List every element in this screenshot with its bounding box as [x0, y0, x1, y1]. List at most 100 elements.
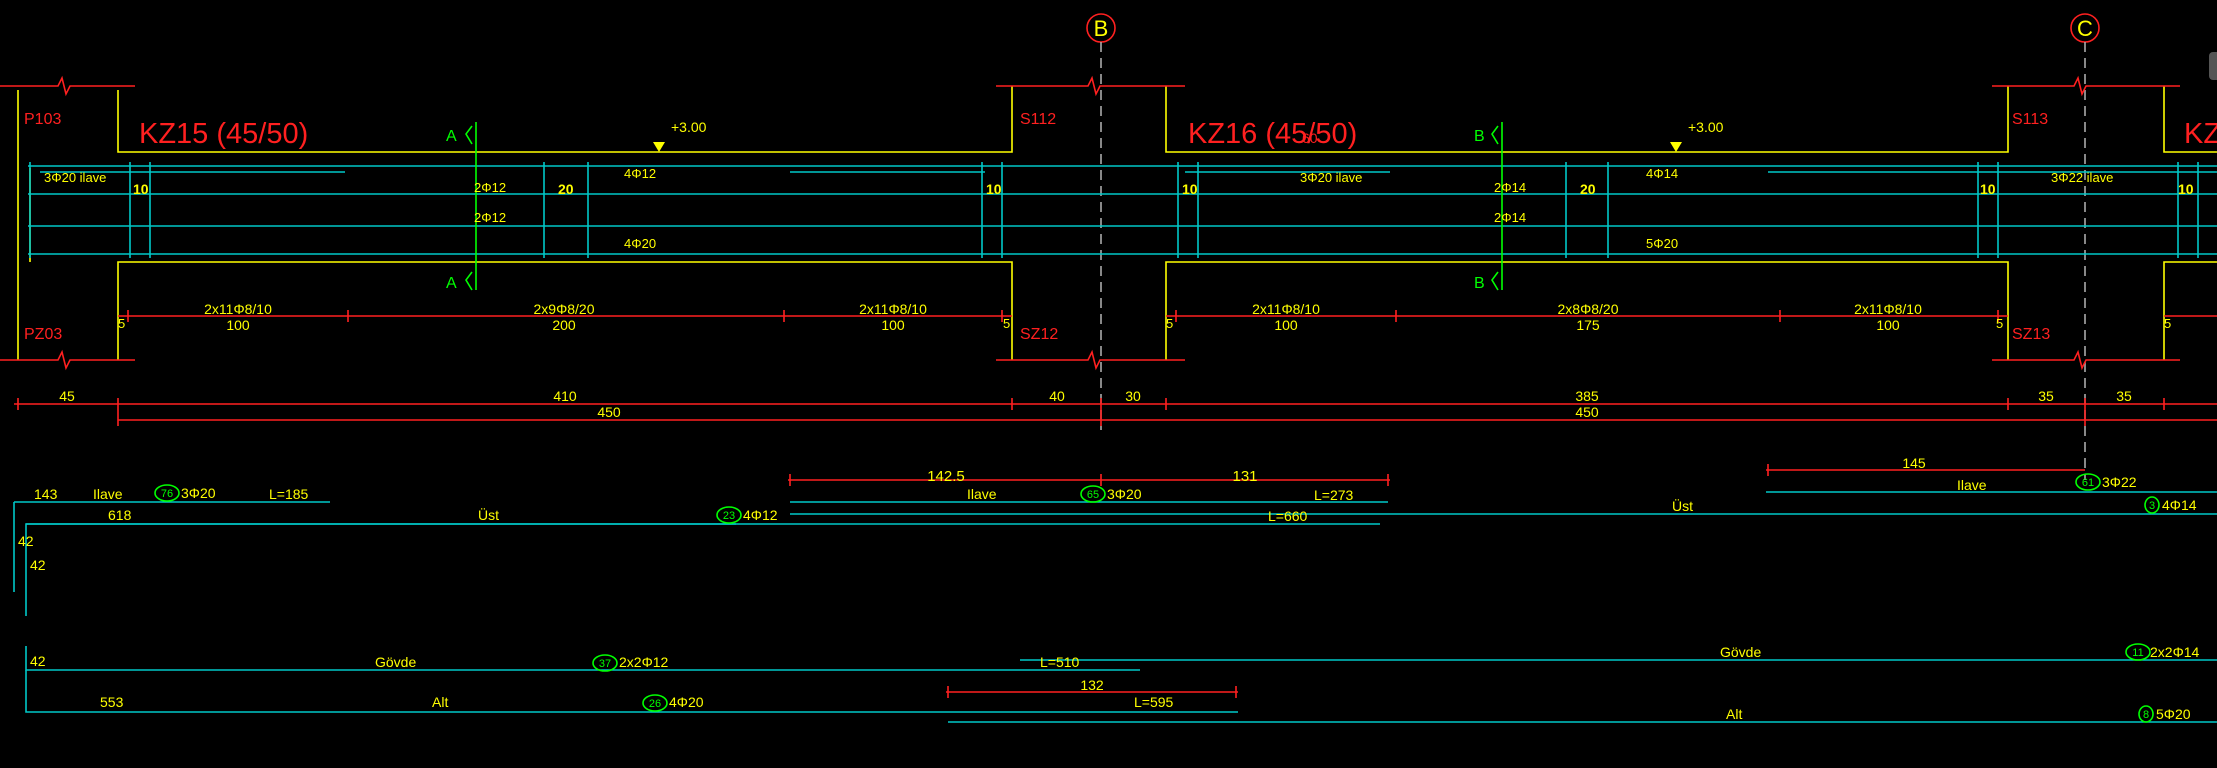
axis-b-label: B [1094, 16, 1109, 41]
dim-35a: 35 [2038, 388, 2054, 404]
bar-76-len: 143 [34, 486, 58, 502]
bar-76-label: Ilave [93, 486, 123, 502]
rebar-label-kz15-bottom: 4Φ20 [624, 236, 656, 251]
bar-11-spec: 2x2Φ14 [2150, 644, 2200, 660]
stirrup-kz16-end-right: 5 [1996, 316, 2003, 331]
rebar-label-kz16-web1: 2Φ14 [1494, 180, 1526, 195]
bar-37-length: L=510 [1040, 654, 1080, 670]
bar-3-spec: 4Φ14 [2162, 497, 2197, 513]
level-label-kz16: +3.00 [1688, 119, 1724, 135]
bar-76-number: 76 [161, 488, 173, 500]
mark-kz15-10a: 10 [133, 181, 149, 197]
axis-b [1086, 13, 1116, 430]
section-label-a-bottom: A [446, 275, 457, 292]
bar-number-circles [154, 473, 2160, 723]
stirrup-kz16-len-right: 100 [1876, 317, 1900, 333]
stirrup-kz16-left: 2x11Φ8/10 [1252, 301, 1320, 317]
bar-8-spec: 5Φ20 [2156, 706, 2191, 722]
axis-c [2070, 13, 2100, 480]
section-label-b-top: B [1474, 128, 1485, 145]
beam-title-kz16-overlap: 60 [1302, 130, 1318, 146]
bar-26-spec: 4Φ20 [669, 694, 704, 710]
bar-65-label: Ilave [967, 486, 997, 502]
mark-kz16-10a: 10 [1182, 181, 1198, 197]
beam-title-next: KZ [2184, 118, 2217, 150]
bar-11-number: 11 [2132, 647, 2143, 659]
bar-65-spec: 3Φ20 [1107, 486, 1142, 502]
rebar-label-kz16-top: 4Φ14 [1646, 166, 1678, 181]
bar-26-label: Alt [432, 694, 448, 710]
dim-total-450b: 450 [1575, 404, 1599, 420]
rebar-label-kz15-top: 4Φ12 [624, 166, 656, 181]
bar-23-label: Üst [478, 506, 499, 523]
stirrup-kz15-right: 2x11Φ8/10 [859, 301, 927, 317]
stirrup-dims [118, 310, 2217, 322]
break-lines [0, 75, 2180, 371]
stirrup-kz15-left: 2x11Φ8/10 [204, 301, 272, 317]
dim-385: 385 [1575, 388, 1599, 404]
bar-61-label: Ilave [1957, 477, 1987, 493]
mark-kz16-10b: 10 [1980, 181, 1996, 197]
bar-23-hook2: 42 [30, 557, 46, 573]
beam-title-kz16: KZ16 (45/50) [1188, 118, 1357, 150]
bar-76-spec: 3Φ20 [181, 485, 216, 501]
column-label-s113: S113 [2012, 111, 2048, 128]
rebar-lines [28, 162, 2217, 258]
stirrup-kz16-right: 2x11Φ8/10 [1854, 301, 1922, 317]
section-label-b-bottom: B [1474, 275, 1485, 292]
level-triangle-kz16 [1670, 142, 1682, 152]
stirrup-kz15-mid: 2x9Φ8/20 [534, 301, 595, 317]
stirrup-kz15-len-mid: 200 [552, 317, 576, 333]
bar-23-length: L=660 [1268, 508, 1308, 524]
bar-37-number: 37 [599, 658, 611, 670]
bar-8-label: Alt [1726, 706, 1742, 722]
bar-37-label: Gövde [375, 654, 416, 670]
dim-total-450a: 450 [597, 404, 621, 420]
rebar-label-kz15-web2: 2Φ12 [474, 210, 506, 225]
beam-title-kz15: KZ15 (45/50) [139, 118, 308, 150]
bar-3-number: 3 [2149, 500, 2155, 512]
column-label-s112: S112 [1020, 111, 1056, 128]
bar-65-dim2: 131 [1232, 468, 1257, 485]
rebar-label-kz16-ilave: 3Φ20 ilave [1300, 170, 1362, 185]
column-label-sz13: SZ13 [2012, 326, 2050, 343]
bar-65-dim1: 142.5 [927, 468, 965, 485]
bar-3-label: Üst [1672, 497, 1693, 514]
stirrup-kz15-len-left: 100 [226, 317, 250, 333]
rebar-label-kz16-bottom: 5Φ20 [1646, 236, 1678, 251]
stirrup-kz15-end-right: 5 [1003, 316, 1010, 331]
stirrup-kz16-end-left: 5 [1166, 316, 1173, 331]
mark-kz16-20: 20 [1580, 181, 1596, 197]
scroll-handle[interactable] [2209, 52, 2217, 80]
bar-61-len: 145 [1902, 455, 1926, 471]
mark-kz15-10b: 10 [986, 181, 1002, 197]
stirrup-next-end-left: 5 [2164, 316, 2171, 331]
bar-26-len: 553 [100, 694, 124, 710]
dim-410: 410 [553, 388, 577, 404]
dim-45: 45 [59, 388, 75, 404]
level-label-kz15: +3.00 [671, 119, 707, 135]
bar-61-spec: 3Φ22 [2102, 474, 2137, 490]
bar-26-dim: 132 [1080, 677, 1104, 693]
bar-76-length: L=185 [269, 486, 309, 502]
dimension-chain [14, 398, 2217, 698]
bar-11-label: Gövde [1720, 644, 1761, 660]
column-label-pz03: PZ03 [24, 326, 62, 343]
bar-23-number: 23 [723, 510, 735, 522]
stirrup-kz15-len-right: 100 [881, 317, 905, 333]
bar-26-number: 26 [649, 698, 661, 710]
dim-40: 40 [1049, 388, 1065, 404]
bar-37-hook: 42 [30, 653, 46, 669]
bar-65-number: 65 [1087, 489, 1099, 501]
stirrup-kz16-len-mid: 175 [1576, 317, 1600, 333]
bar-23-hook1: 42 [18, 533, 34, 549]
rebar-label-kz15-web1: 2Φ12 [474, 180, 506, 195]
bending-lines [13, 491, 2217, 723]
stirrup-kz16-len-left: 100 [1274, 317, 1298, 333]
column-label-sz12: SZ12 [1020, 326, 1058, 343]
section-markers [465, 122, 1503, 291]
bar-23-spec: 4Φ12 [743, 507, 778, 523]
column-label-p103: P103 [24, 111, 61, 128]
dim-35b: 35 [2116, 388, 2132, 404]
